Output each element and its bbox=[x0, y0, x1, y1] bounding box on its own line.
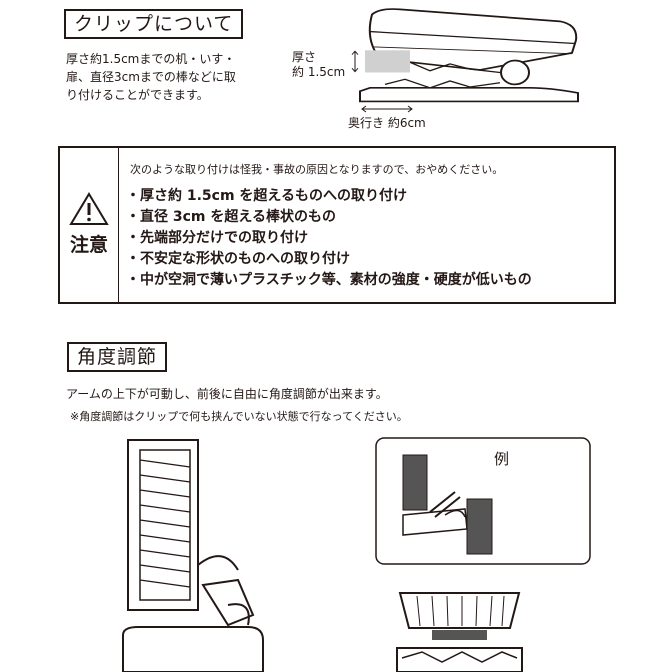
caution-item: 不安定な形状のものへの取り付け bbox=[126, 249, 532, 270]
caution-item: 直径 3cm を超える棒状のもの bbox=[126, 207, 532, 228]
caution-box: 注意 次のような取り付けは怪我・事故の原因となりますので、おやめください。 厚さ… bbox=[58, 146, 616, 304]
caution-heading: 注意 bbox=[69, 234, 108, 256]
thickness-arrow bbox=[351, 50, 359, 73]
example-photo bbox=[375, 437, 591, 565]
description-line: り付けることができます。 bbox=[66, 88, 209, 102]
angle-section-title: 角度調節 bbox=[67, 342, 168, 372]
clip-section-title: クリップについて bbox=[64, 9, 244, 39]
thickness-label-line: 厚さ bbox=[292, 50, 317, 64]
caution-item: 厚さ約 1.5cm を超えるものへの取り付け bbox=[126, 186, 532, 207]
depth-label: 奥行き 約6cm bbox=[348, 116, 426, 130]
caution-item: 中が空洞で薄いプラスチック等、素材の強度・硬度が低いもの bbox=[126, 270, 532, 291]
example-label: 例 bbox=[494, 450, 510, 468]
thickness-label: 厚さ 約 1.5cm bbox=[292, 50, 345, 80]
angle-description: アームの上下が可動し、前後に自由に角度調節が出来ます。 bbox=[66, 387, 388, 401]
caution-list: 厚さ約 1.5cm を超えるものへの取り付け 直径 3cm を超える棒状のもの … bbox=[126, 186, 532, 291]
clip-description: 厚さ約1.5cmまでの机・いす・ 扉、直径3cmまでの棒などに取 り付けることが… bbox=[66, 50, 236, 104]
thickness-label-line: 約 1.5cm bbox=[292, 65, 346, 79]
description-line: 厚さ約1.5cmまでの机・いす・ bbox=[66, 52, 236, 66]
fan-angle-illustration bbox=[122, 439, 264, 672]
depth-arrow bbox=[361, 105, 413, 113]
caution-item: 先端部分だけでの取り付け bbox=[126, 228, 532, 249]
warning-icon bbox=[69, 192, 109, 225]
clip-illustration bbox=[351, 8, 579, 103]
thickness-sample bbox=[365, 50, 410, 73]
caution-lead: 次のような取り付けは怪我・事故の原因となりますので、おやめください。 bbox=[130, 163, 504, 176]
angle-note: ※角度調節はクリップで何も挟んでいない状態で行なってください。 bbox=[70, 410, 408, 423]
caution-heading-cell: 注意 bbox=[60, 148, 119, 302]
fan-top-illustration bbox=[396, 592, 523, 672]
description-line: 扉、直径3cmまでの棒などに取 bbox=[66, 70, 236, 84]
